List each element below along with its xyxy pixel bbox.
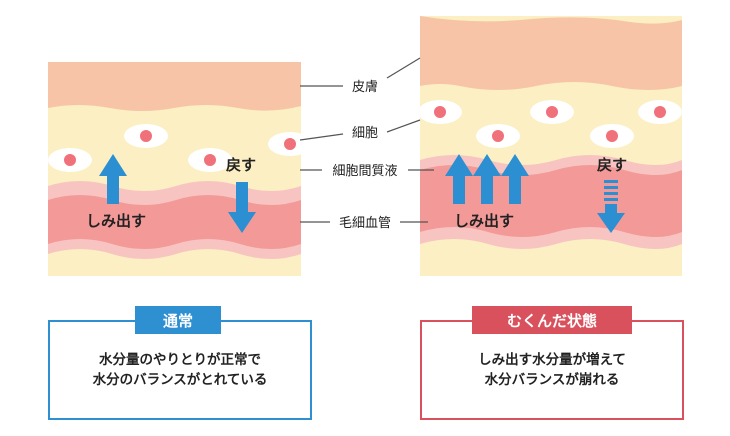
dashed-arrow-down-icon	[597, 180, 625, 233]
cell	[590, 124, 634, 148]
cell	[188, 148, 232, 172]
cell	[530, 100, 574, 124]
arrow-up-icon	[501, 154, 529, 204]
swollen-description-line1: しみ出す水分量が増えて	[478, 352, 626, 368]
skin-label: 皮膚	[352, 79, 378, 95]
cell	[420, 100, 462, 124]
swollen-title: むくんだ状態	[506, 311, 597, 330]
cell-nucleus	[492, 130, 504, 142]
arrow-up-icon	[99, 154, 127, 204]
cell	[124, 124, 168, 148]
cell-nucleus	[654, 106, 666, 118]
normal-description-line1: 水分量のやりとりが正常で	[98, 352, 261, 368]
swollen-skin-layer	[420, 16, 682, 90]
arrow-up-icon	[473, 154, 501, 204]
swollen-bottom-band	[420, 239, 682, 276]
swollen-return-label: 戻す	[596, 156, 627, 174]
capillary-label: 毛細血管	[339, 216, 391, 231]
swollen-skin-diagram	[420, 16, 682, 276]
cell-nucleus	[64, 154, 76, 166]
leader-lines	[299, 57, 434, 223]
swollen-description: しみ出す水分量が増えて 水分バランスが崩れる	[478, 350, 626, 390]
cell-nucleus	[546, 106, 558, 118]
cell-label: 細胞	[352, 126, 378, 141]
cell-nucleus	[606, 130, 618, 142]
cell-nucleus	[140, 130, 152, 142]
cell-nucleus	[204, 154, 216, 166]
normal-title-tag: 通常	[135, 306, 221, 334]
normal-description: 水分量のやりとりが正常で 水分のバランスがとれている	[93, 350, 268, 390]
cell	[476, 124, 520, 148]
swollen-description-box: しみ出す水分量が増えて 水分バランスが崩れる	[420, 320, 684, 420]
cell	[268, 132, 301, 156]
cell-nucleus	[434, 106, 446, 118]
arrow-up-icon	[445, 154, 473, 204]
normal-title: 通常	[162, 311, 193, 330]
cell-leader-right	[386, 119, 421, 133]
normal-bottom-band	[48, 249, 301, 276]
normal-skin-layer	[48, 62, 301, 111]
swollen-seep-label: しみ出す	[454, 212, 514, 230]
swollen-description-line2: 水分バランスが崩れる	[484, 372, 620, 388]
normal-seep-label: しみ出す	[86, 212, 146, 230]
cell-leader-left	[299, 133, 344, 141]
normal-skin-diagram	[48, 62, 301, 276]
skin-leader-right	[386, 57, 421, 79]
arrow-down-icon	[228, 182, 256, 233]
interstitial-fluid-label: 細胞間質液	[332, 164, 397, 179]
swollen-title-tag: むくんだ状態	[472, 306, 632, 334]
normal-description-line2: 水分のバランスがとれている	[92, 372, 268, 388]
cell	[638, 100, 682, 124]
cell-nucleus	[284, 138, 296, 150]
normal-description-box: 水分量のやりとりが正常で 水分のバランスがとれている	[48, 320, 312, 420]
normal-return-label: 戻す	[225, 156, 256, 174]
cell	[48, 148, 92, 172]
